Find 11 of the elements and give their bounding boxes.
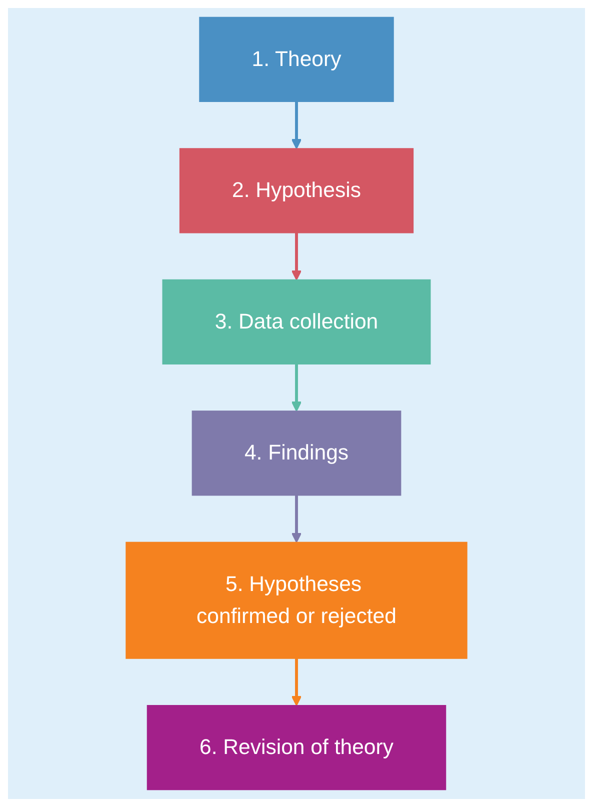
arrow <box>291 495 302 543</box>
node-box: 5. Hypotheses confirmed or rejected <box>126 542 468 659</box>
arrow <box>291 658 302 706</box>
node-box: 4. Findings <box>192 410 402 496</box>
node-box: 2. Hypothesis <box>179 148 414 234</box>
node-box: 6. Revision of theory <box>146 705 446 790</box>
arrow <box>291 364 302 412</box>
node-box: 3. Data collection <box>162 279 431 364</box>
arrow <box>291 232 302 280</box>
node-box: 1. Theory <box>199 16 394 102</box>
arrow <box>291 101 302 150</box>
